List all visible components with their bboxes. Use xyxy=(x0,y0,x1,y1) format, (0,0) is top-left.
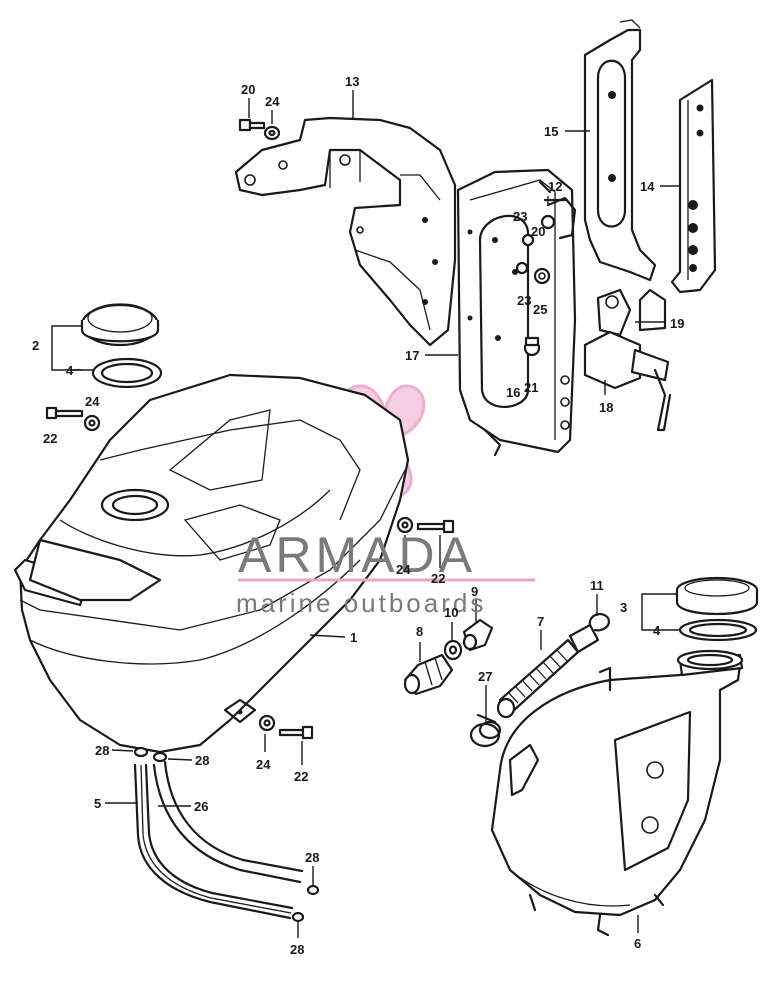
callout-label: 4 xyxy=(66,363,74,378)
fuel-cap-2 xyxy=(80,303,160,347)
bolt-22-left xyxy=(45,406,101,432)
callout-label: 23 xyxy=(513,209,527,224)
gasket-4-right xyxy=(678,618,758,642)
callout-label: 20 xyxy=(241,82,255,97)
callout-label: 27 xyxy=(478,669,492,684)
callout-label: 24 xyxy=(256,757,271,772)
callout-label: 23 xyxy=(517,293,531,308)
callout-label: 22 xyxy=(43,431,57,446)
watermark-tagline: marine outboards xyxy=(236,588,486,618)
callout-label: 14 xyxy=(640,179,655,194)
callout-labels: 20 24 13 15 14 12 23 20 23 25 19 17 16 2… xyxy=(32,74,684,957)
watermark-brand: ARMADA xyxy=(238,527,476,583)
callout-label: 28 xyxy=(195,753,209,768)
callout-label: 9 xyxy=(471,584,478,599)
callout-label: 18 xyxy=(599,400,613,415)
bolt-22-bottom xyxy=(258,714,314,740)
callout-label: 3 xyxy=(620,600,627,615)
callout-label: 13 xyxy=(345,74,359,89)
callout-label: 8 xyxy=(416,624,423,639)
fitting-9 xyxy=(462,618,494,652)
callout-label: 7 xyxy=(537,614,544,629)
fitting-8 xyxy=(403,653,454,696)
callout-label: 24 xyxy=(265,94,280,109)
mounting-plate xyxy=(583,19,657,282)
hose-7 xyxy=(496,623,600,719)
lock-18 xyxy=(583,288,672,432)
tool-box xyxy=(456,168,577,457)
clips-28 xyxy=(133,746,320,923)
callout-label: 15 xyxy=(544,124,558,139)
callout-label: 11 xyxy=(590,578,604,593)
callout-label: 17 xyxy=(405,348,419,363)
clip-11 xyxy=(588,612,610,632)
gasket-4-left xyxy=(91,357,163,389)
callout-label: 25 xyxy=(533,302,547,317)
clip-12 xyxy=(546,196,577,240)
callout-label: 6 xyxy=(634,936,641,951)
bolt-22-middle xyxy=(396,516,455,534)
oil-tank xyxy=(490,649,744,937)
small-hardware xyxy=(515,214,556,357)
callout-label: 10 xyxy=(444,605,458,620)
washer-10 xyxy=(443,639,463,661)
callout-label: 22 xyxy=(294,769,308,784)
oil-cap-3 xyxy=(675,576,759,616)
breather-tube-5 xyxy=(133,763,294,920)
callout-label: 28 xyxy=(305,850,319,865)
callout-label: 28 xyxy=(95,743,109,758)
callout-label: 20 xyxy=(531,224,545,239)
callout-label: 22 xyxy=(431,571,445,586)
callout-label: 4 xyxy=(653,623,661,638)
callout-label: 21 xyxy=(524,380,538,395)
stay-14 xyxy=(670,78,717,294)
callout-label: 5 xyxy=(94,796,101,811)
leader-lines xyxy=(51,90,680,938)
callout-label: 28 xyxy=(290,942,304,957)
callout-label: 24 xyxy=(85,394,100,409)
bolt-20-top xyxy=(238,118,281,141)
callout-label: 19 xyxy=(670,316,684,331)
callout-label: 26 xyxy=(194,799,208,814)
callout-label: 24 xyxy=(396,562,411,577)
callout-label: 1 xyxy=(350,630,357,645)
cushion-19 xyxy=(638,288,667,332)
side-cover-bracket xyxy=(234,116,457,347)
callout-label: 12 xyxy=(548,179,562,194)
callout-label: 16 xyxy=(506,385,520,400)
callout-label: 2 xyxy=(32,338,39,353)
overflow-tube-26 xyxy=(152,760,304,884)
